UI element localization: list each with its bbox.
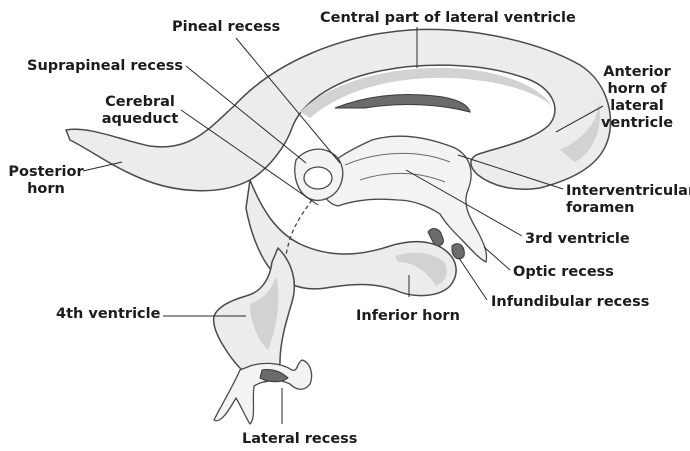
label-anterior-horn-line2: horn of	[594, 81, 680, 98]
label-suprapineal-recess: Suprapineal recess	[27, 58, 183, 75]
label-cerebral-aqueduct-line1: Cerebral	[98, 94, 182, 111]
label-optic-recess: Optic recess	[513, 264, 614, 281]
label-interventricular-line1: Interventricular	[566, 183, 690, 200]
label-anterior-horn-line4: ventricle	[594, 115, 680, 132]
label-anterior-horn-line3: lateral	[594, 98, 680, 115]
label-fourth-ventricle: 4th ventricle	[56, 306, 160, 323]
label-pineal-recess: Pineal recess	[172, 19, 280, 36]
label-cerebral-aqueduct-line2: aqueduct	[98, 111, 182, 128]
label-anterior-horn: Anterior horn of lateral ventricle	[594, 64, 680, 132]
infundibular-recess-shape	[452, 244, 464, 259]
leader-optic-recess	[484, 247, 510, 270]
label-interventricular-foramen: Interventricular foramen	[566, 183, 690, 217]
label-interventricular-line2: foramen	[566, 200, 690, 217]
label-anterior-horn-line1: Anterior	[594, 64, 680, 81]
label-central-part: Central part of lateral ventricle	[320, 10, 576, 27]
label-posterior-horn: Posterior horn	[6, 164, 86, 198]
leader-infundibular-recess	[459, 258, 487, 300]
label-posterior-horn-line1: Posterior	[6, 164, 86, 181]
label-infundibular-recess: Infundibular recess	[491, 294, 649, 311]
choroid-groove	[335, 95, 470, 113]
label-inferior-horn: Inferior horn	[356, 308, 460, 325]
label-cerebral-aqueduct: Cerebral aqueduct	[98, 94, 182, 128]
pineal-recess-hole	[304, 167, 332, 189]
label-lateral-recess: Lateral recess	[242, 431, 357, 448]
label-posterior-horn-line2: horn	[6, 181, 86, 198]
label-third-ventricle: 3rd ventricle	[525, 231, 630, 248]
